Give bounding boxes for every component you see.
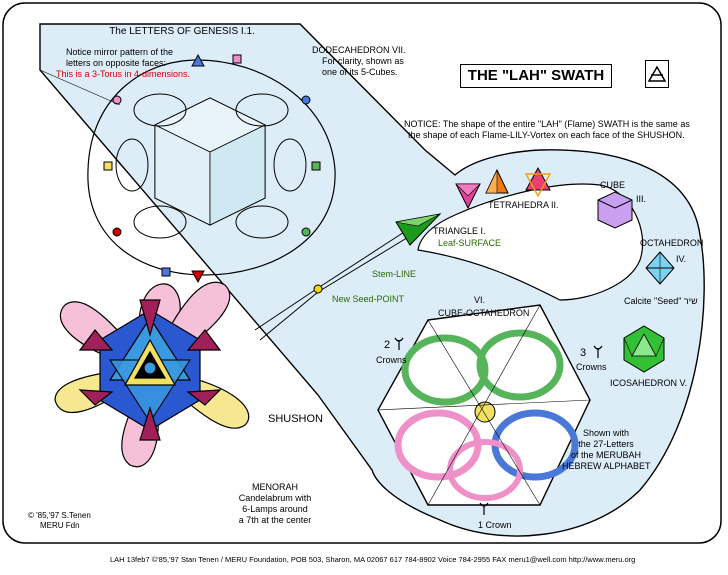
notice-2: the shape of each Flame-LILY-Vortex on e… xyxy=(408,130,685,140)
copyright-1: © '85,'97 S.Tenen xyxy=(28,511,91,520)
merubah-note-4: HEBREW ALPHABET xyxy=(562,461,651,471)
letters-title: The LETTERS OF GENESIS I.1. xyxy=(109,26,255,37)
merubah-note-1: Shown with xyxy=(582,428,630,438)
copyright-2: MERU Fdn xyxy=(40,521,80,530)
stem-line-1 xyxy=(317,224,416,289)
merubah-note-3: of the MERUBAH xyxy=(570,450,642,460)
crown-bottom-label: 1 Crown xyxy=(478,520,512,530)
cube-label: CUBE xyxy=(600,180,626,190)
shushon-label: SHUSHON xyxy=(268,413,324,425)
tetrahedra-label: TETRAHEDRA II. xyxy=(488,200,559,210)
cube-octahedron-figure xyxy=(377,304,591,506)
calcite-label: Calcite "Seed" שיר xyxy=(624,296,698,306)
cube-num: III. xyxy=(636,194,647,204)
triangle-label: TRIANGLE I. xyxy=(433,226,486,236)
stem-line-4 xyxy=(317,235,411,293)
menorah-4: a 7th at the center xyxy=(238,515,312,525)
dodeca-note-1: For clarity, shown as xyxy=(322,56,404,66)
seed-point-label: New Seed-POINT xyxy=(332,294,405,304)
stem-line-label: Stem-LINE xyxy=(372,269,417,279)
crowns-right-num: 3 xyxy=(580,347,587,359)
swath-title: THE "LAH" SWATH xyxy=(460,64,612,88)
seed-point xyxy=(313,284,323,294)
tetrahedra-shapes xyxy=(455,166,552,210)
genesis-ring-figure xyxy=(87,53,336,284)
crowns-left-num: 2 xyxy=(384,339,391,351)
crowns-right-label: Crowns xyxy=(576,362,607,372)
cubocta-label: CUBE-OCTAHEDRON xyxy=(438,308,530,318)
torus-note: This is a 3-Torus in 4-dimensions. xyxy=(56,69,191,79)
octahedron-label: OCTAHEDRON xyxy=(640,238,704,248)
icosahedron-shape xyxy=(623,325,665,373)
menorah-1: MENORAH xyxy=(251,482,298,492)
swath-curl xyxy=(417,183,644,301)
menorah-2: Candelabrum with xyxy=(238,493,312,503)
menorah-3: 6-Lamps around xyxy=(242,504,308,514)
meru-logo-icon xyxy=(645,60,669,88)
stem-line-2 xyxy=(254,287,319,331)
dodeca-note-2: one of its 5-Cubes. xyxy=(322,67,398,77)
mirror-note-1: Notice mirror pattern of the xyxy=(66,47,174,57)
merubah-note-2: the 27-Letters xyxy=(578,439,634,449)
stem-line-3 xyxy=(259,291,319,341)
cube-shape xyxy=(597,191,633,229)
notice-1: NOTICE: The shape of the entire "LAH" (F… xyxy=(404,119,690,129)
crowns-left-label: Crowns xyxy=(376,355,407,365)
footer-credit: LAH 13feb7 ©'85,'97 Stan Tenen / MERU Fo… xyxy=(110,555,636,564)
dodeca-title: DODECAHEDRON VII. xyxy=(312,45,406,55)
cubocta-num: VI. xyxy=(474,295,486,305)
genesis-letter-markers xyxy=(103,53,321,284)
leaf-surface-label: Leaf-SURFACE xyxy=(438,238,502,248)
icosahedron-label: ICOSAHEDRON V. xyxy=(610,378,688,388)
mirror-note-2: letters on opposite faces: xyxy=(66,58,167,68)
octahedron-shape xyxy=(645,251,675,285)
shushon-lily-figure xyxy=(54,281,250,468)
crown-icons xyxy=(394,337,603,515)
octa-num: IV. xyxy=(676,254,687,264)
